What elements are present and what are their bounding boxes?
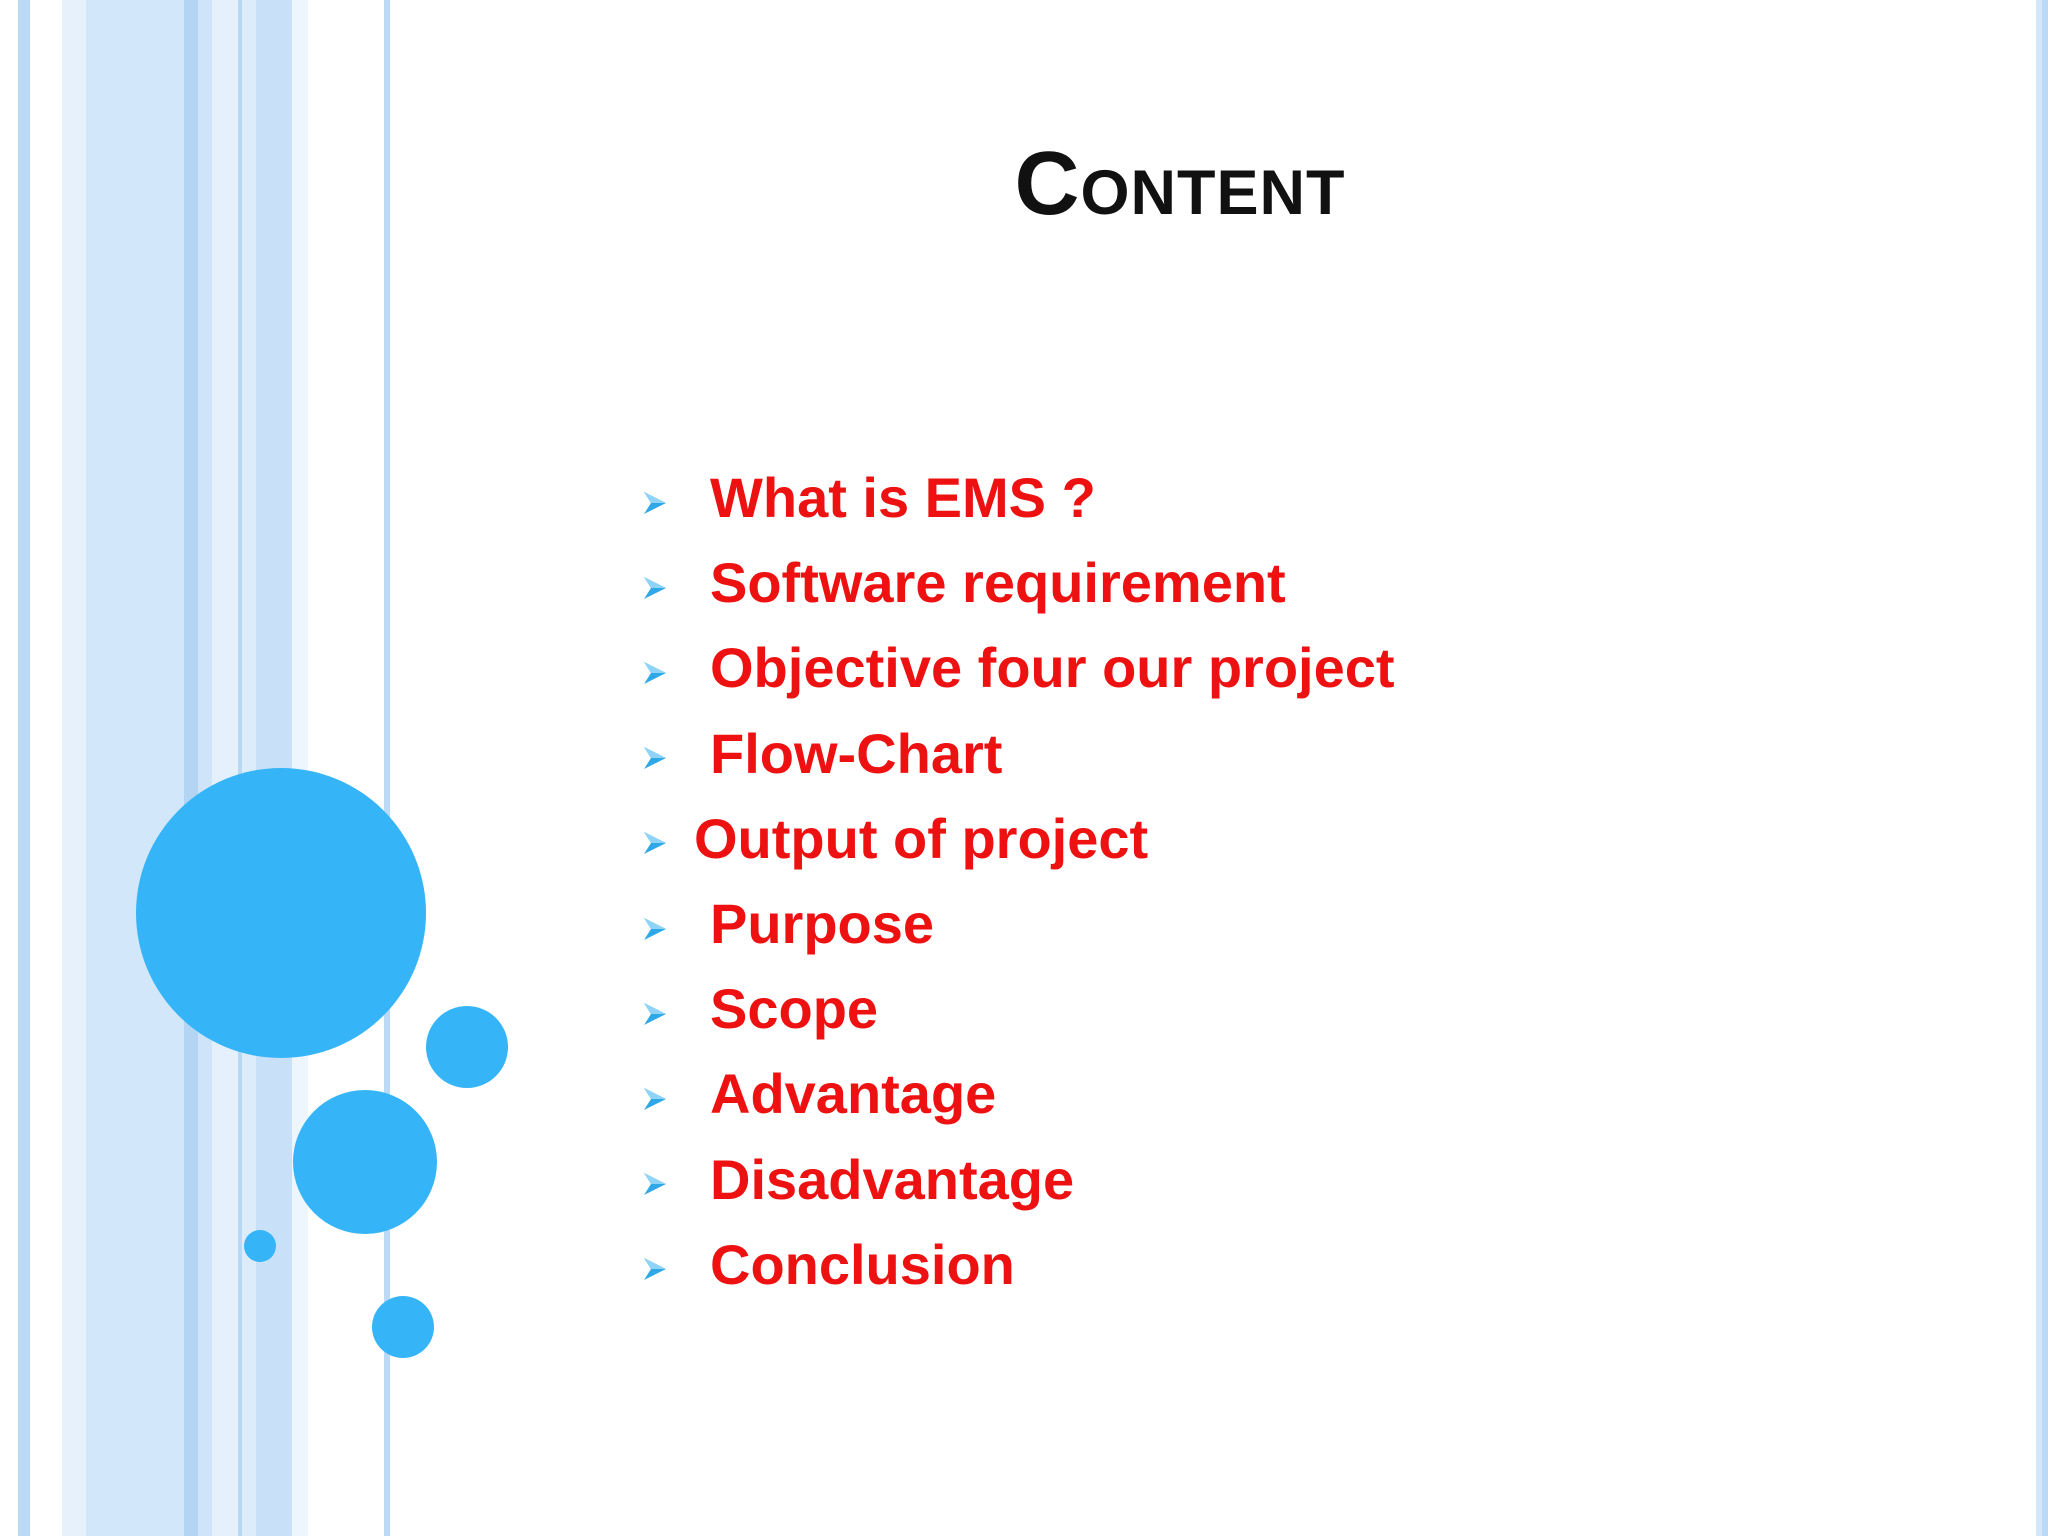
decor-stripe-right xyxy=(2036,0,2042,1536)
list-item-label: Objective four our project xyxy=(710,636,1395,700)
decor-stripe xyxy=(18,0,30,1536)
list-item: Software requirement xyxy=(640,540,1395,625)
decor-stripe xyxy=(30,0,62,1536)
decor-stripe xyxy=(384,0,390,1536)
list-item-label: Scope xyxy=(710,977,879,1041)
decor-circle-large xyxy=(136,768,426,1058)
list-item-label: Disadvantage xyxy=(710,1147,1075,1211)
arrowhead-bullet-icon xyxy=(640,1164,670,1204)
decor-stripe xyxy=(238,0,242,1536)
list-item: Scope xyxy=(640,966,1395,1051)
list-item: Flow-Chart xyxy=(640,711,1395,796)
list-item-label: Advantage xyxy=(710,1062,997,1126)
arrowhead-bullet-icon xyxy=(640,994,670,1034)
content-list: What is EMS ? Software requirement Objec… xyxy=(640,455,1395,1307)
arrowhead-bullet-icon xyxy=(640,738,670,778)
decor-stripe xyxy=(198,0,212,1536)
decor-circle-tiny xyxy=(244,1230,276,1262)
list-item-label: Software requirement xyxy=(710,551,1286,615)
arrowhead-bullet-icon xyxy=(640,1249,670,1289)
arrowhead-bullet-icon xyxy=(640,909,670,949)
arrowhead-bullet-icon xyxy=(640,823,670,863)
decor-stripe xyxy=(242,0,256,1536)
list-item-label: Purpose xyxy=(710,892,935,956)
arrowhead-bullet-icon xyxy=(640,653,670,693)
list-item-label: Conclusion xyxy=(710,1232,1015,1296)
list-item: Purpose xyxy=(640,881,1395,966)
decor-stripe xyxy=(86,0,184,1536)
decor-circle-small xyxy=(372,1296,434,1358)
list-item: What is EMS ? xyxy=(640,455,1395,540)
decor-stripe xyxy=(62,0,86,1536)
list-item-label: Output of project xyxy=(694,806,1149,870)
decor-circle-medium xyxy=(293,1090,437,1234)
decor-stripe xyxy=(212,0,238,1536)
list-item: Objective four our project xyxy=(640,625,1395,710)
arrowhead-bullet-icon xyxy=(640,483,670,523)
list-item: Advantage xyxy=(640,1051,1395,1136)
arrowhead-bullet-icon xyxy=(640,1079,670,1119)
decor-stripe xyxy=(184,0,198,1536)
list-item: Disadvantage xyxy=(640,1137,1395,1222)
decor-circle-small xyxy=(426,1006,508,1088)
arrowhead-bullet-icon xyxy=(640,568,670,608)
slide-title: Content xyxy=(1014,134,1346,234)
list-item-label: What is EMS ? xyxy=(710,466,1096,530)
decor-stripe xyxy=(0,0,18,1536)
list-item: Conclusion xyxy=(640,1222,1395,1307)
list-item-label: Flow-Chart xyxy=(710,721,1003,785)
decor-stripe-right xyxy=(2042,0,2048,1536)
list-item: Output of project xyxy=(640,796,1395,881)
